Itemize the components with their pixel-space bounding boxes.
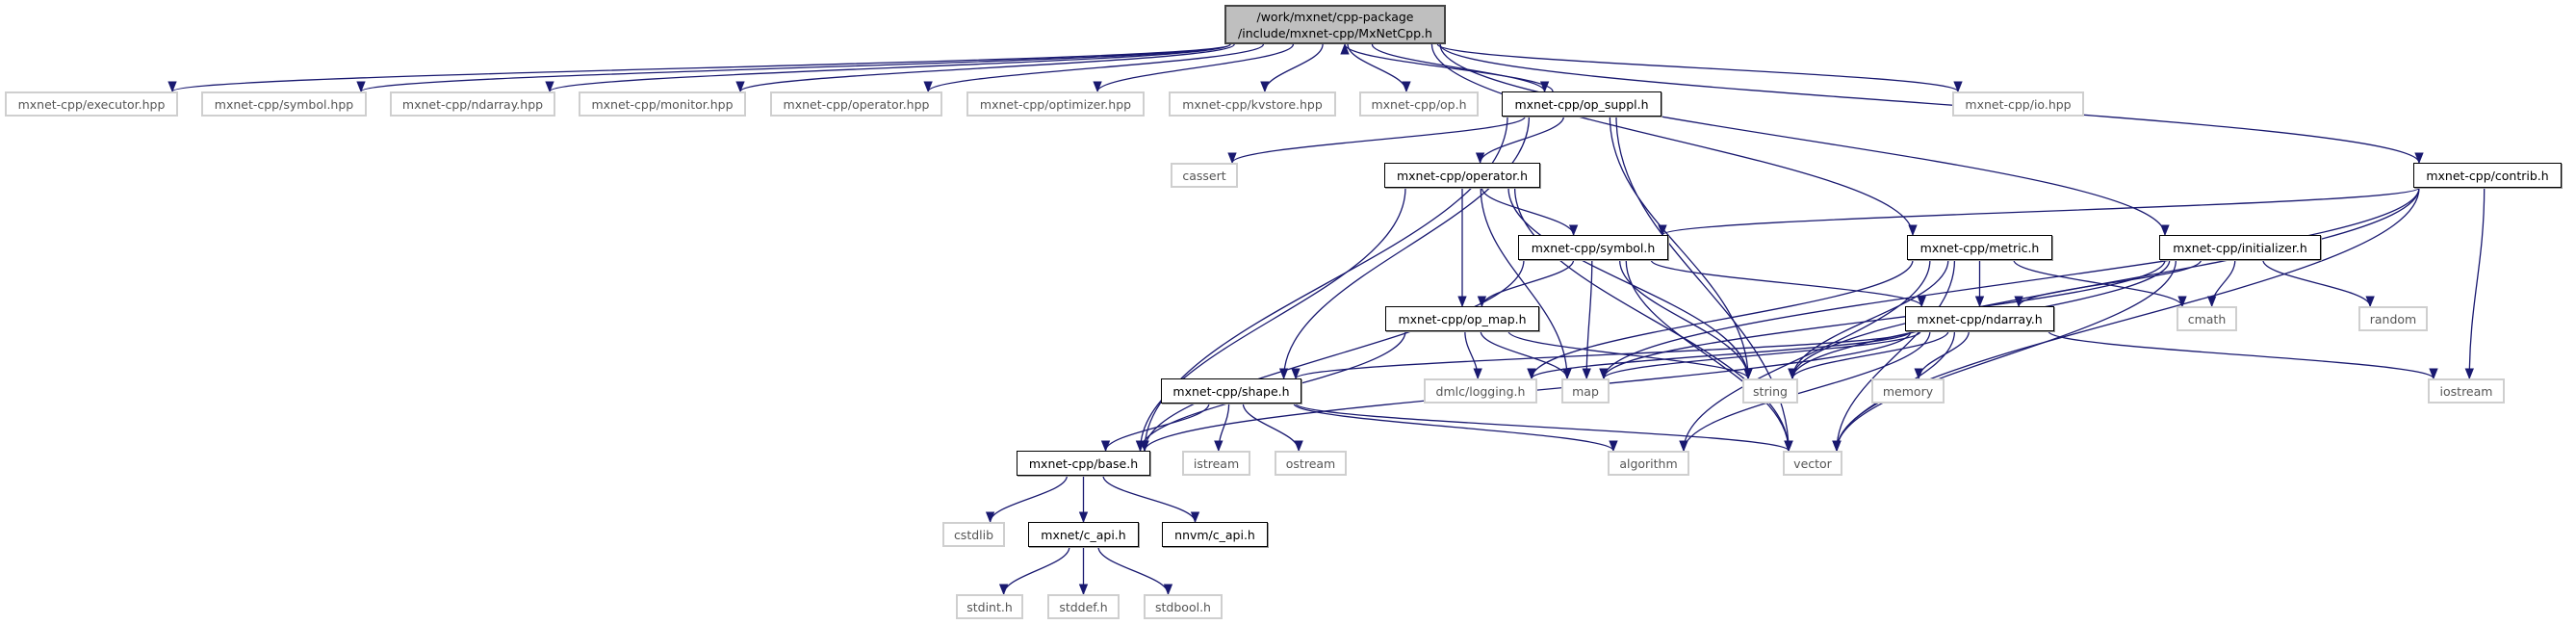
edge-root-to-initializer-h (1439, 43, 2170, 237)
node-istream: istream (1182, 451, 1250, 476)
edge-base-h-to-cstdlib (985, 475, 1069, 524)
edge-ndarray-h-to-iostream (2048, 330, 2438, 380)
edge-operator-h-to-symbol-h (1481, 187, 1579, 237)
node-monitor-hpp: mxnet-cpp/monitor.hpp (579, 91, 746, 117)
edge-root-to-kvstore-hpp (1260, 43, 1324, 93)
node-cassert: cassert (1171, 163, 1238, 188)
node-memory: memory (1871, 378, 1945, 404)
edge-operator-h-to-map (1480, 187, 1572, 380)
node-executor-hpp: mxnet-cpp/executor.hpp (5, 91, 178, 117)
edge-operator-h-to-vector (1513, 187, 1793, 453)
node-operator-hpp: mxnet-cpp/operator.hpp (770, 91, 942, 117)
edge-symbol-h-to-string (1618, 259, 1753, 380)
edge-symbol-h-to-ndarray-h (1650, 259, 1926, 308)
edge-root-to-contrib-h (1439, 43, 2424, 165)
node-algorithm: algorithm (1608, 451, 1689, 476)
node-iostream: iostream (2428, 378, 2505, 404)
edge-shape-h-to-vector (1295, 403, 1793, 453)
node-io-hpp: mxnet-cpp/io.hpp (1952, 91, 2084, 117)
edge-shape-h-to-istream (1214, 403, 1230, 453)
node-shape-h[interactable]: mxnet-cpp/shape.h (1161, 378, 1301, 404)
node-ostream: ostream (1275, 451, 1347, 476)
edge-symbol-h-to-map (1582, 259, 1593, 380)
edge-root-to-symbol-hpp (356, 43, 1231, 93)
root-label-line2: /include/mxnet-cpp/MxNetCpp.h (1238, 25, 1432, 40)
node-stdbool-h: stdbool.h (1144, 594, 1223, 619)
node-optimizer-hpp: mxnet-cpp/optimizer.hpp (966, 91, 1145, 117)
edge-operator-h-to-base-h (1135, 187, 1406, 453)
edge-ndarray-h-to-memory (1914, 330, 1970, 380)
node-kvstore-hpp: mxnet-cpp/kvstore.hpp (1169, 91, 1336, 117)
edge-op-suppl-h-to-cassert (1227, 116, 1526, 165)
node-logging-h: dmlc/logging.h (1424, 378, 1537, 404)
node-root-mxnetcpp-h[interactable]: /work/mxnet/cpp-package /include/mxnet-c… (1224, 5, 1446, 44)
edge-metric-h-to-algorithm (1679, 259, 1931, 453)
root-label-line1: /work/mxnet/cpp-package (1256, 9, 1414, 24)
edge-contrib-h-to-symbol-h (1658, 187, 2420, 237)
edge-initializer-h-to-map (1599, 259, 2166, 380)
node-op-suppl-h[interactable]: mxnet-cpp/op_suppl.h (1502, 91, 1662, 117)
node-c-api-h[interactable]: mxnet/c_api.h (1028, 522, 1139, 547)
edge-ndarray-h-to-logging-h (1527, 330, 1912, 380)
edge-root-to-executor-hpp (167, 43, 1231, 93)
node-cstdlib: cstdlib (942, 522, 1005, 547)
edge-shape-h-to-base-h (1100, 403, 1210, 453)
edge-ndarray-h-to-algorithm (1679, 330, 1931, 453)
node-op-h: mxnet-cpp/op.h (1359, 91, 1479, 117)
node-op-map-h[interactable]: mxnet-cpp/op_map.h (1385, 306, 1539, 331)
node-operator-h[interactable]: mxnet-cpp/operator.h (1384, 163, 1540, 188)
node-vector: vector (1783, 451, 1842, 476)
node-initializer-h[interactable]: mxnet-cpp/initializer.h (2159, 235, 2321, 260)
edge-op-map-h-to-map (1480, 330, 1572, 380)
edge-metric-h-to-cmath (2013, 259, 2187, 308)
edge-initializer-h-to-cmath (2207, 259, 2236, 308)
edge-op-map-h-to-logging-h (1464, 330, 1482, 380)
edge-root-to-op-suppl-h (1371, 43, 1550, 93)
edge-symbol-h-to-base-h (1140, 259, 1525, 453)
edge-c-api-h-to-stdbool-h (1097, 546, 1173, 596)
edge-op-suppl-h-to-root (1340, 42, 1554, 92)
node-string: string (1742, 378, 1798, 404)
node-random: random (2358, 306, 2428, 331)
node-symbol-hpp: mxnet-cpp/symbol.hpp (201, 91, 367, 117)
node-stddef-h: stddef.h (1047, 594, 1120, 619)
node-nnvm-c-api-h[interactable]: nnvm/c_api.h (1162, 522, 1268, 547)
edge-op-suppl-h-to-operator-h (1475, 116, 1565, 165)
edge-root-to-operator-hpp (923, 43, 1265, 93)
edge-shape-h-to-algorithm (1293, 403, 1618, 453)
edge-shape-h-to-ostream (1242, 403, 1303, 453)
edge-metric-h-to-vector (1832, 259, 1956, 453)
edge-metric-h-to-logging-h (1527, 259, 1914, 380)
node-ndarray-h[interactable]: mxnet-cpp/ndarray.h (1905, 306, 2054, 331)
edge-root-to-op-h (1347, 43, 1411, 93)
node-stdint-h: stdint.h (956, 594, 1023, 619)
edge-symbol-h-to-op-map-h (1477, 259, 1575, 308)
edge-root-to-ndarray-hpp (545, 43, 1231, 93)
edge-root-to-optimizer-hpp (1093, 43, 1295, 93)
edge-root-to-io-hpp (1436, 43, 1963, 93)
node-base-h[interactable]: mxnet-cpp/base.h (1017, 451, 1150, 476)
edge-initializer-h-to-random (2262, 259, 2375, 308)
edge-root-to-monitor-hpp (735, 43, 1235, 93)
edge-contrib-h-to-map (1599, 187, 2420, 380)
node-metric-h[interactable]: mxnet-cpp/metric.h (1907, 235, 2052, 260)
edge-op-map-h-to-string (1507, 330, 1753, 380)
node-cmath: cmath (2177, 306, 2237, 331)
node-map: map (1561, 378, 1610, 404)
edge-c-api-h-to-stdint-h (998, 546, 1070, 596)
edge-base-h-to-nnvm-c-api-h (1102, 475, 1200, 524)
edge-ndarray-h-to-shape-h (1291, 330, 1912, 380)
edge-metric-h-to-string (1788, 259, 1949, 380)
edge-root-to-metric-h (1430, 43, 1918, 237)
edge-op-suppl-h-to-shape-h (1278, 116, 1531, 380)
edge-contrib-h-to-iostream (2464, 187, 2486, 380)
node-ndarray-hpp: mxnet-cpp/ndarray.hpp (390, 91, 555, 117)
edge-operator-h-to-string (1507, 187, 1753, 380)
edge-ndarray-h-to-map (1599, 330, 1921, 380)
node-symbol-h[interactable]: mxnet-cpp/symbol.h (1518, 235, 1668, 260)
node-contrib-h[interactable]: mxnet-cpp/contrib.h (2413, 163, 2562, 188)
edge-ndarray-h-to-string (1788, 330, 1949, 380)
edge-initializer-h-to-vector (1832, 259, 2177, 453)
